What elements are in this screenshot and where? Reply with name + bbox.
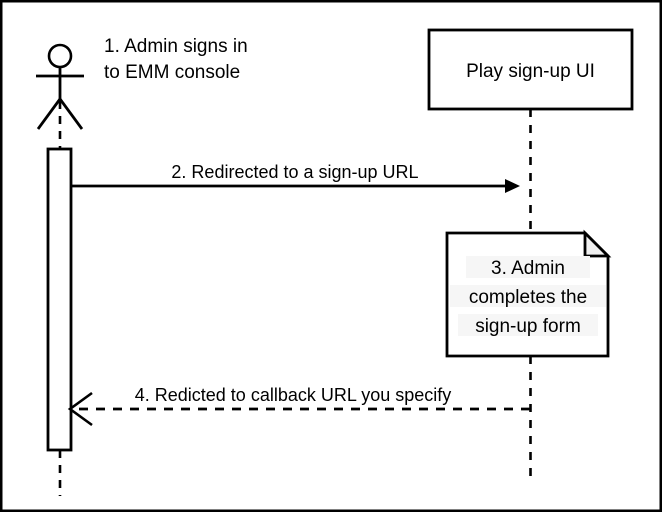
play-signup-ui-label: Play sign-up UI [466, 61, 595, 82]
message-4-arrowhead-open [67, 391, 93, 427]
message-2-arrowhead-filled [505, 179, 520, 193]
note-line-1: 3. Admin [491, 258, 565, 279]
signup-form-note[interactable]: 3. Admin completes the sign-up form [445, 229, 612, 358]
note-line-3: sign-up form [475, 316, 581, 337]
note-line-2: completes the [469, 287, 587, 308]
stick-figure-icon [36, 43, 84, 130]
actor-label-line2: to EMM console [104, 62, 240, 83]
message-4-label: 4. Redicted to callback URL you specify [135, 385, 452, 405]
admin-activation-bar[interactable] [46, 147, 73, 452]
play-signup-ui[interactable]: Play sign-up UI [427, 28, 634, 482]
signup-form-note-fold [583, 229, 612, 258]
message-4-redirected-callback-url[interactable]: 4. Redicted to callback URL you specify [67, 385, 530, 427]
note-text-highlight-1 [466, 256, 590, 278]
note-text-highlight-2 [450, 285, 606, 307]
admin-actor[interactable] [36, 43, 84, 496]
note-text-highlight-3 [458, 314, 598, 336]
play-signup-ui-box[interactable] [427, 28, 634, 111]
message-2-redirected-signup-url[interactable]: 2. Redirected to a sign-up URL [71, 162, 520, 193]
message-2-label: 2. Redirected to a sign-up URL [171, 162, 418, 182]
actor-label-line1: 1. Admin signs in [104, 36, 248, 57]
